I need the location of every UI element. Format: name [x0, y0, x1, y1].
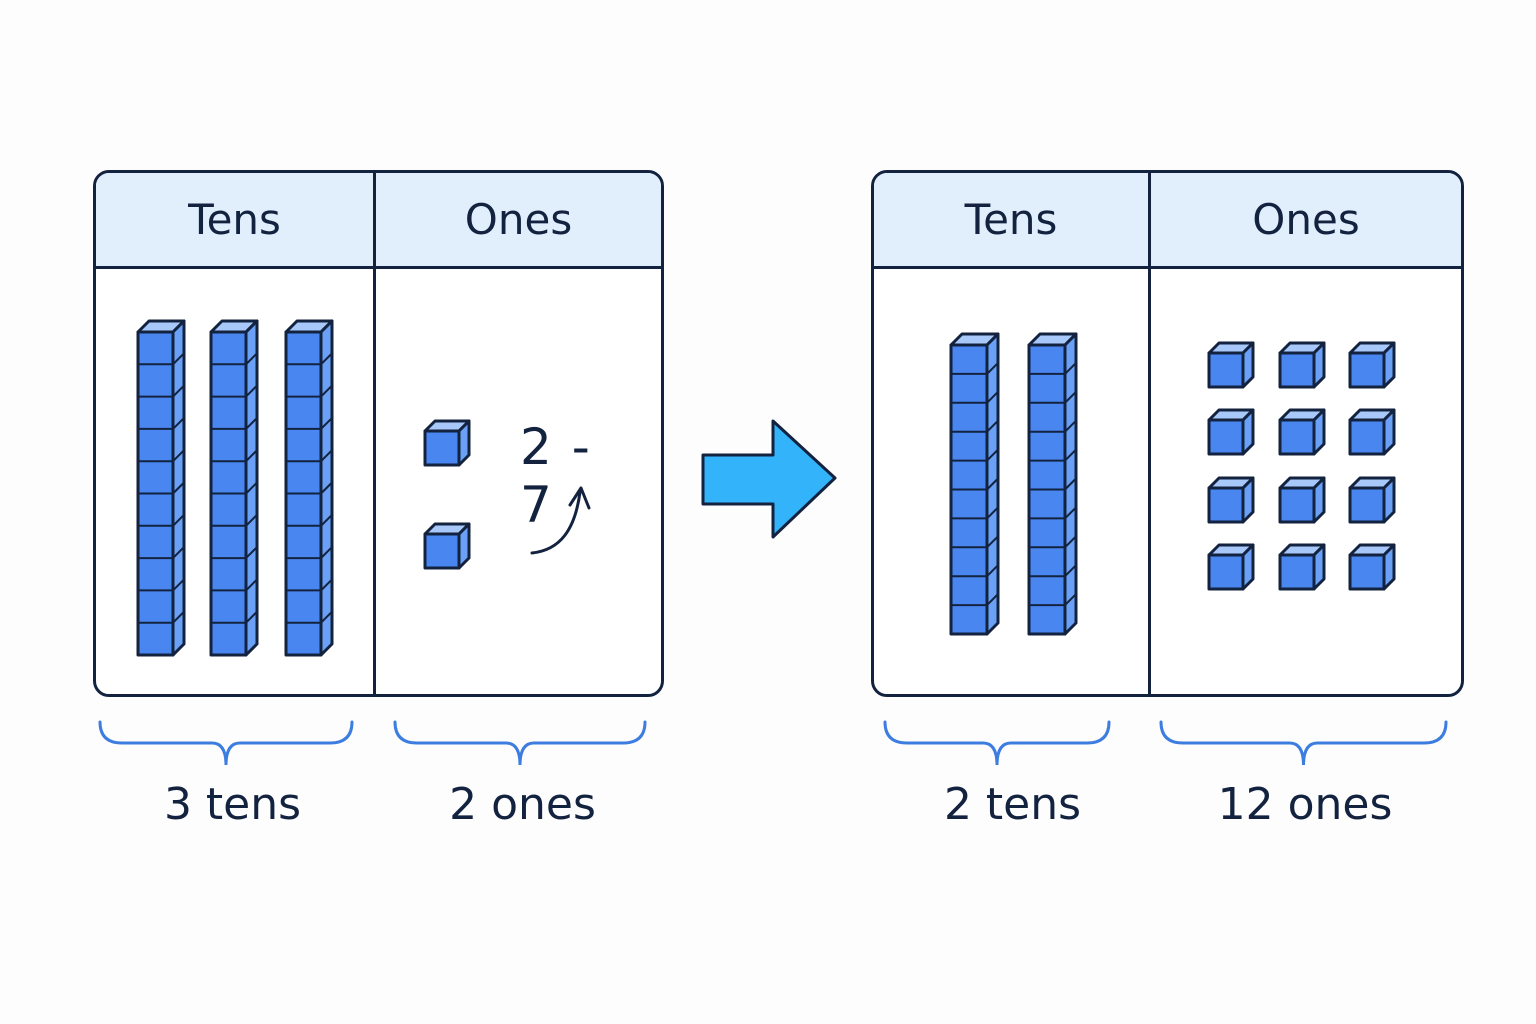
- unit-cube-icon: [423, 522, 471, 570]
- unit-cube-icon: [423, 419, 471, 467]
- after-ones-header: Ones: [1252, 195, 1360, 244]
- before-tens-header: Tens: [188, 195, 281, 244]
- unit-cube-icon: [1278, 543, 1326, 591]
- unit-cube-icon: [1278, 341, 1326, 389]
- right-arrow-icon: [701, 419, 837, 539]
- unit-cube-icon: [1348, 341, 1396, 389]
- unit-cube-icon: [1278, 408, 1326, 456]
- tens-rod-icon: [1027, 332, 1078, 636]
- brace-icon: [1159, 720, 1448, 766]
- unit-cube-icon: [1348, 408, 1396, 456]
- after-ones-cubes: [1207, 341, 1396, 591]
- after-tens-caption: 2 tens: [943, 779, 1082, 830]
- after-ones-caption: 12 ones: [1217, 779, 1393, 830]
- tens-rod-icon: [949, 332, 1000, 636]
- brace-icon: [883, 720, 1111, 766]
- after-chart-header: [874, 173, 1461, 269]
- unit-cube-icon: [1278, 476, 1326, 524]
- before-tens-caption: 3 tens: [163, 779, 302, 830]
- before-ones-cubes: [423, 419, 471, 570]
- unit-cube-icon: [1207, 476, 1255, 524]
- brace-icon: [393, 720, 647, 766]
- unit-cube-icon: [1207, 341, 1255, 389]
- before-ones-caption: 2 ones: [449, 779, 596, 830]
- after-tens-header: Tens: [964, 195, 1058, 244]
- before-tens-rods: [136, 319, 334, 657]
- after-tens-rods: [949, 332, 1078, 636]
- unit-cube-icon: [1348, 543, 1396, 591]
- unit-cube-icon: [1348, 476, 1396, 524]
- unit-cube-icon: [1207, 408, 1255, 456]
- tens-rod-icon: [209, 319, 259, 657]
- brace-icon: [98, 720, 354, 766]
- braces: [98, 720, 1448, 766]
- tens-rod-icon: [284, 319, 334, 657]
- before-column-divider: [373, 173, 376, 694]
- regroup-note: 2 - 7: [520, 418, 592, 534]
- unit-cube-icon: [1207, 543, 1255, 591]
- tens-rod-icon: [136, 319, 186, 657]
- after-column-divider: [1148, 173, 1151, 694]
- before-place-value-chart: Tens Ones: [93, 170, 664, 697]
- before-ones-header: Ones: [464, 195, 573, 244]
- curved-arrow-icon: [530, 486, 591, 555]
- before-chart-header: [96, 173, 661, 269]
